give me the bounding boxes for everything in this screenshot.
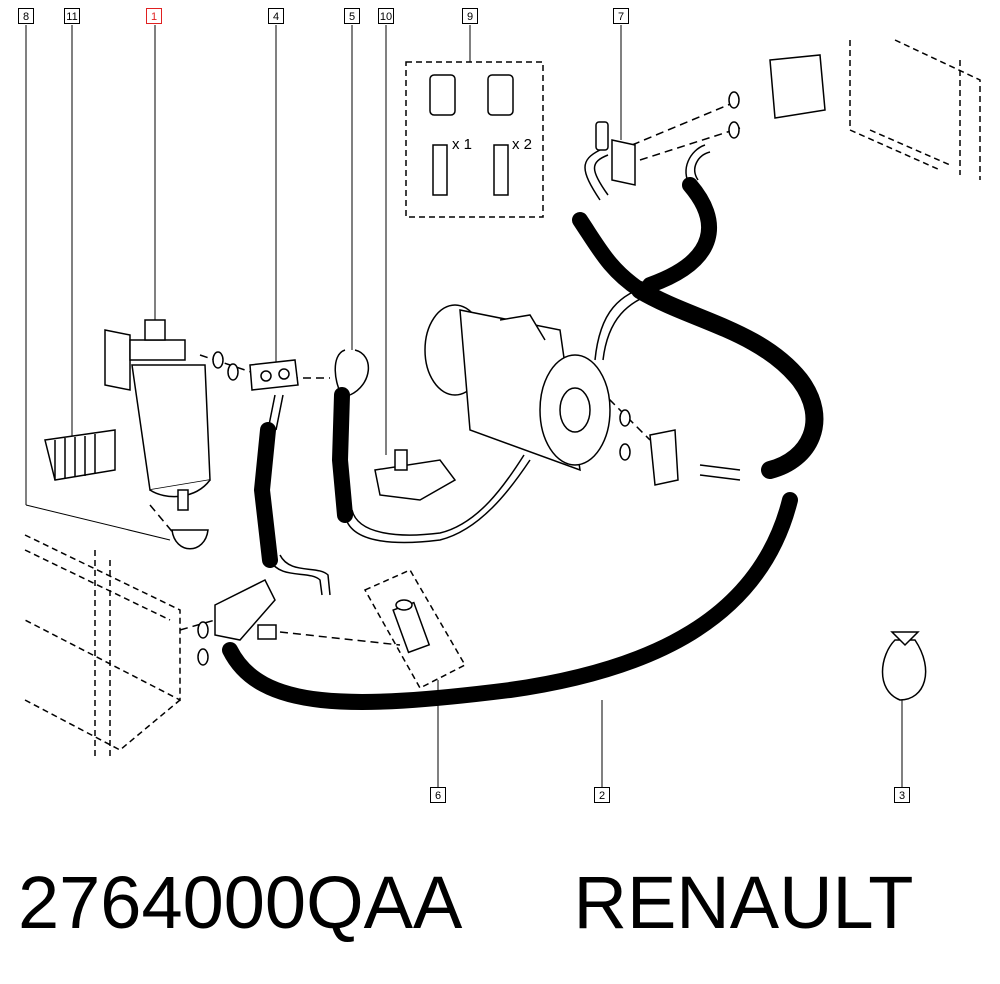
pressure-switch — [392, 599, 431, 654]
ac-system-exploded-diagram — [24, 25, 981, 787]
clamp-bracket — [44, 429, 116, 481]
evaporator-outline — [849, 39, 981, 180]
top-bracket — [595, 121, 636, 186]
valve-caps — [429, 74, 514, 196]
part-number: 2764000QAA — [18, 861, 463, 944]
pipe-bracket — [212, 351, 299, 391]
part-caption: 2764000QAA RENAULT — [18, 858, 913, 948]
quantity-label-x1: x 1 — [452, 136, 473, 153]
brand-name: RENAULT — [573, 861, 914, 944]
callout-2: 2 — [594, 787, 610, 803]
receiver-drier — [104, 319, 211, 550]
hose-bracket — [619, 409, 679, 486]
callout-1[interactable]: 1 — [146, 8, 162, 24]
hoses — [222, 177, 824, 710]
rigid-pipes — [267, 144, 741, 596]
callout-6: 6 — [430, 787, 446, 803]
callout-3: 3 — [894, 787, 910, 803]
expansion-valve — [728, 54, 826, 139]
pressure-switch-bracket — [374, 449, 457, 501]
callout-10: 10 — [378, 8, 394, 24]
compressor — [424, 304, 611, 472]
leader-lines — [25, 25, 903, 787]
dashed-group-boxes — [363, 61, 544, 689]
callout-9: 9 — [462, 8, 478, 24]
quantity-label-x2: x 2 — [512, 136, 533, 153]
callout-8: 8 — [18, 8, 34, 24]
callout-7: 7 — [613, 8, 629, 24]
condenser-fitting — [197, 578, 277, 666]
callout-5: 5 — [344, 8, 360, 24]
condenser-outline — [24, 534, 181, 760]
callout-4: 4 — [268, 8, 284, 24]
grease-bag — [881, 631, 927, 701]
callout-11: 11 — [64, 8, 80, 24]
